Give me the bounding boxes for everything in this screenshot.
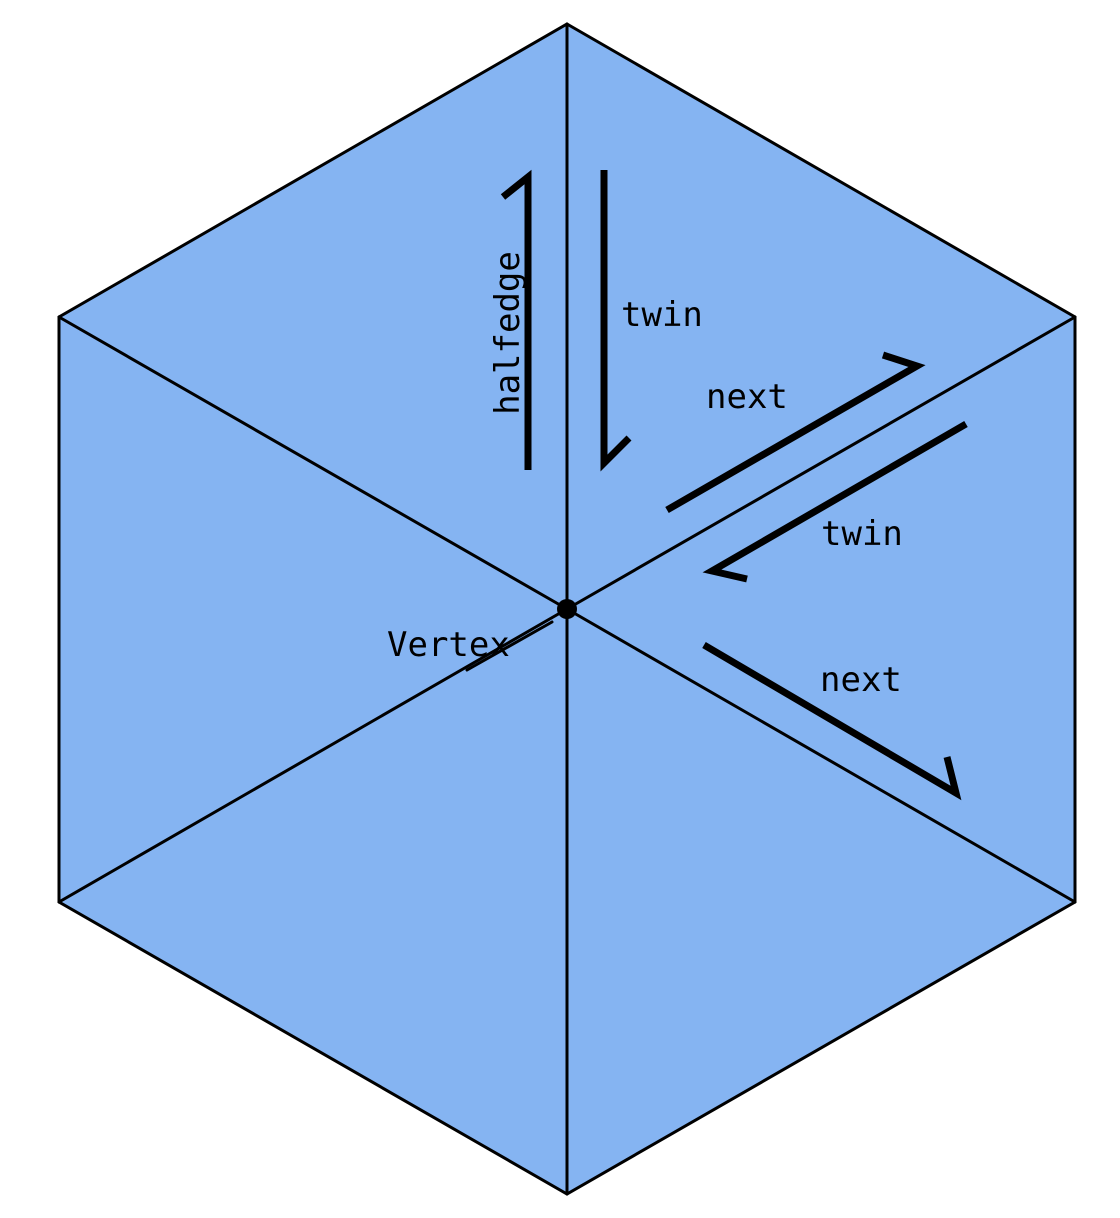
twin-lower-arrow — [702, 420, 968, 583]
next-lower-label: next — [820, 660, 902, 700]
twin-upper-label: twin — [621, 295, 703, 335]
next-upper-label: next — [706, 377, 788, 417]
vertex-leader-line — [465, 620, 554, 672]
twin-lower-label: twin — [821, 514, 903, 554]
spoke-upper-right — [565, 315, 1077, 611]
next-lower-arrow — [702, 641, 962, 801]
spoke-lower-right — [565, 607, 1077, 904]
next-upper-arrow — [665, 351, 926, 514]
halfedge-label: halfedge — [488, 251, 528, 415]
vertex-dot — [557, 599, 577, 619]
halfedge-arrow — [500, 169, 532, 470]
spoke-upper-left — [57, 315, 569, 611]
spoke-lower-left — [57, 607, 569, 904]
twin-upper-arrow — [600, 170, 632, 472]
vertex-label: Vertex — [387, 625, 510, 665]
